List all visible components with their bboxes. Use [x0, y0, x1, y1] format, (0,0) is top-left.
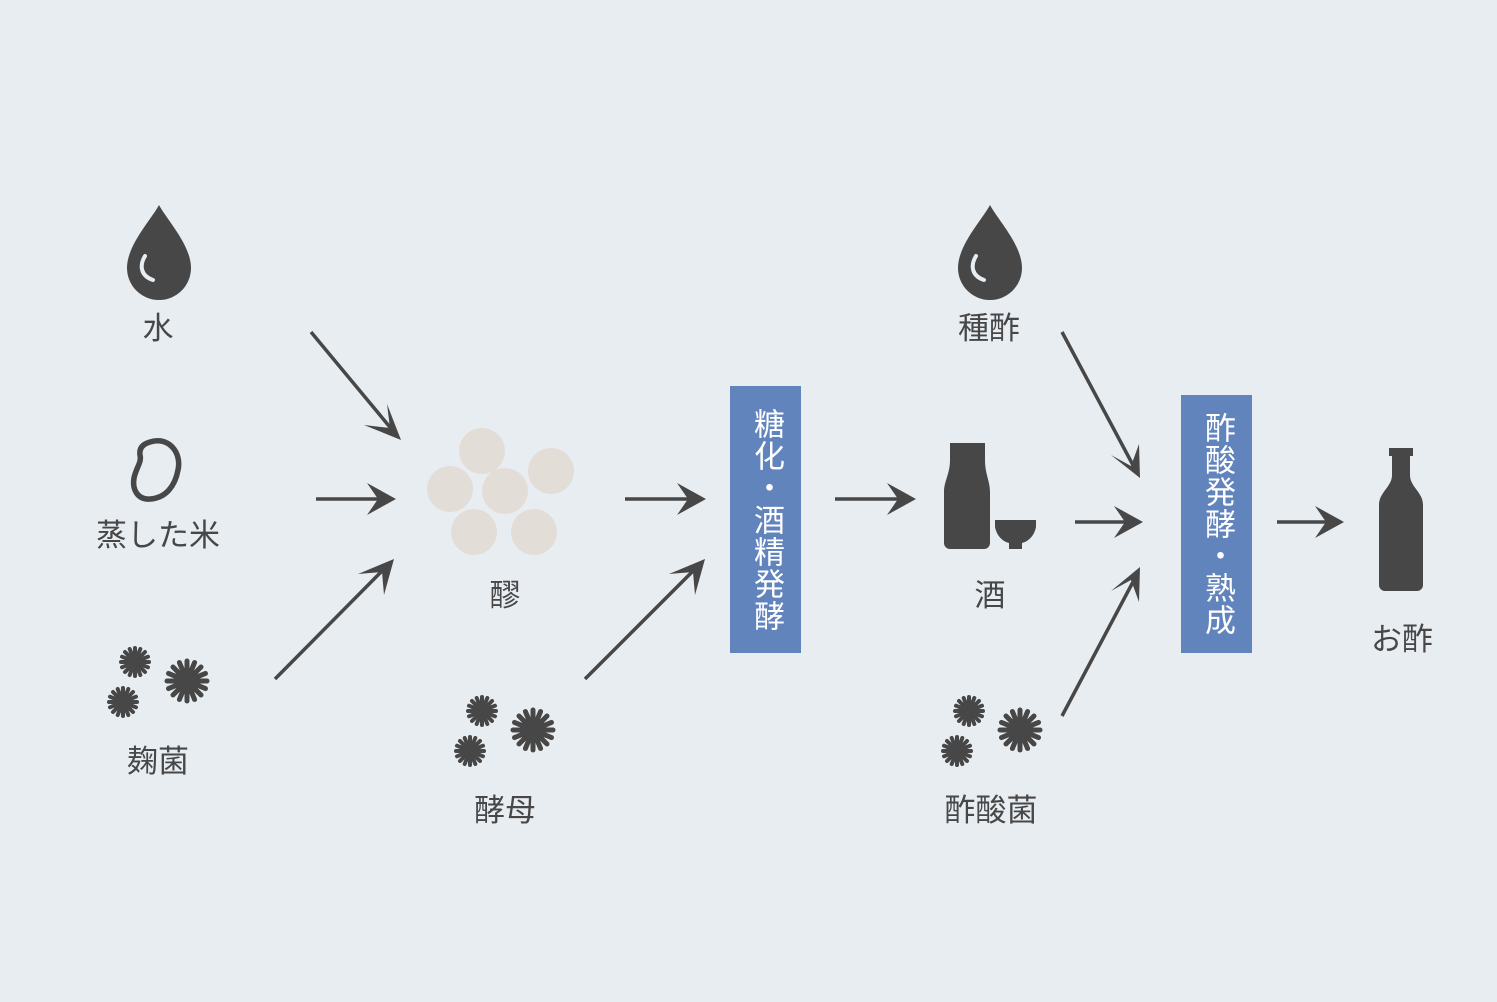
arrowhead: [1111, 444, 1140, 478]
yeast-icon: [454, 695, 553, 767]
koji-mold-icon: [107, 646, 207, 718]
flow-arrows: [273, 330, 1336, 717]
arrowhead: [364, 404, 401, 440]
label-koji-mold: 麹菌: [127, 744, 189, 780]
process-step1-label: 糖化・酒精発酵: [748, 407, 784, 632]
seed-vinegar-drop-icon: [956, 203, 1024, 302]
label-yeast: 酵母: [474, 793, 536, 829]
arrowhead: [1111, 567, 1140, 602]
acetic-bacteria-icon: [941, 695, 1040, 767]
arrow-seedvinegar-to-process: [1060, 331, 1136, 468]
water-drop-icon: [125, 203, 193, 302]
label-acetic-bacteria: 酢酸菌: [944, 793, 1038, 829]
sake-bottle-icon: [944, 443, 990, 549]
arrowhead: [669, 559, 705, 595]
label-seed-vinegar: 種酢: [958, 311, 1020, 347]
process-box-saccharification: 糖化・酒精発酵: [730, 386, 801, 653]
arrow-water-to-moromi: [309, 330, 396, 434]
sake-cup-icon: [995, 520, 1036, 549]
arrow-heads: [358, 404, 1344, 602]
process-box-acetic-fermentation: 酢酸発酵・熟成: [1181, 395, 1252, 653]
vinegar-bottle-icon: [1379, 448, 1423, 591]
arrow-koji-to-moromi: [273, 565, 388, 681]
arrow-bacteria-to-process: [1060, 579, 1136, 717]
moromi-balls-icon: [427, 428, 574, 555]
label-water: 水: [142, 311, 174, 347]
label-steamed-rice: 蒸した米: [96, 518, 220, 554]
rice-grain-icon: [130, 438, 182, 502]
arrowhead: [367, 483, 396, 515]
arrow-yeast-to-process: [583, 565, 699, 681]
arrowhead: [887, 483, 916, 515]
arrowhead: [677, 483, 706, 515]
label-vinegar: お酢: [1371, 622, 1433, 658]
process-step2-label: 酢酸発酵・熟成: [1199, 412, 1235, 636]
label-sake: 酒: [974, 578, 1006, 614]
arrowhead: [1114, 506, 1143, 538]
arrowhead: [1315, 506, 1344, 538]
label-moromi: 醪: [489, 578, 521, 614]
arrowhead: [358, 559, 394, 595]
